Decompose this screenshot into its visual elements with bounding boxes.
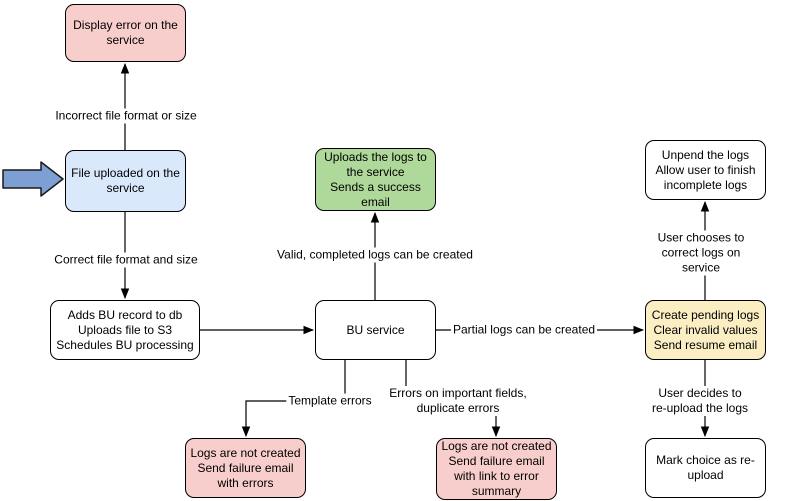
node-unpend-logs: Unpend the logs Allow user to finish inc… bbox=[645, 140, 766, 200]
node-display-error: Display error on the service bbox=[65, 4, 186, 62]
edge-label-incorrect-format: Incorrect file format or size bbox=[53, 108, 199, 124]
edge-label-user-chooses-correct: User chooses to correct logs on service bbox=[651, 230, 751, 276]
node-adds-bu-record: Adds BU record to db Uploads file to S3 … bbox=[50, 300, 200, 360]
edge-label-correct-format: Correct file format and size bbox=[52, 252, 200, 268]
start-pointer-arrow-icon bbox=[2, 161, 64, 197]
node-logs-not-created-summary: Logs are not created Send failure email … bbox=[436, 438, 557, 500]
node-bu-service: BU service bbox=[315, 300, 436, 360]
edge-label-important-field-errors: Errors on important fields, duplicate er… bbox=[387, 386, 529, 416]
edge-label-user-decides-reupload: User decides to re-upload the logs bbox=[649, 386, 751, 416]
node-logs-not-created-errors: Logs are not created Send failure email … bbox=[185, 438, 306, 498]
edge-label-template-errors: Template errors bbox=[286, 393, 374, 409]
node-uploads-logs-success: Uploads the logs to the service Sends a … bbox=[315, 148, 436, 211]
node-file-uploaded: File uploaded on the service bbox=[65, 150, 186, 212]
node-create-pending-logs: Create pending logs Clear invalid values… bbox=[645, 300, 766, 360]
edge-label-partial-logs: Partial logs can be created bbox=[450, 322, 598, 338]
edge-label-valid-completed: Valid, completed logs can be created bbox=[275, 247, 475, 263]
node-mark-choice-reupload: Mark choice as re- upload bbox=[645, 438, 766, 498]
